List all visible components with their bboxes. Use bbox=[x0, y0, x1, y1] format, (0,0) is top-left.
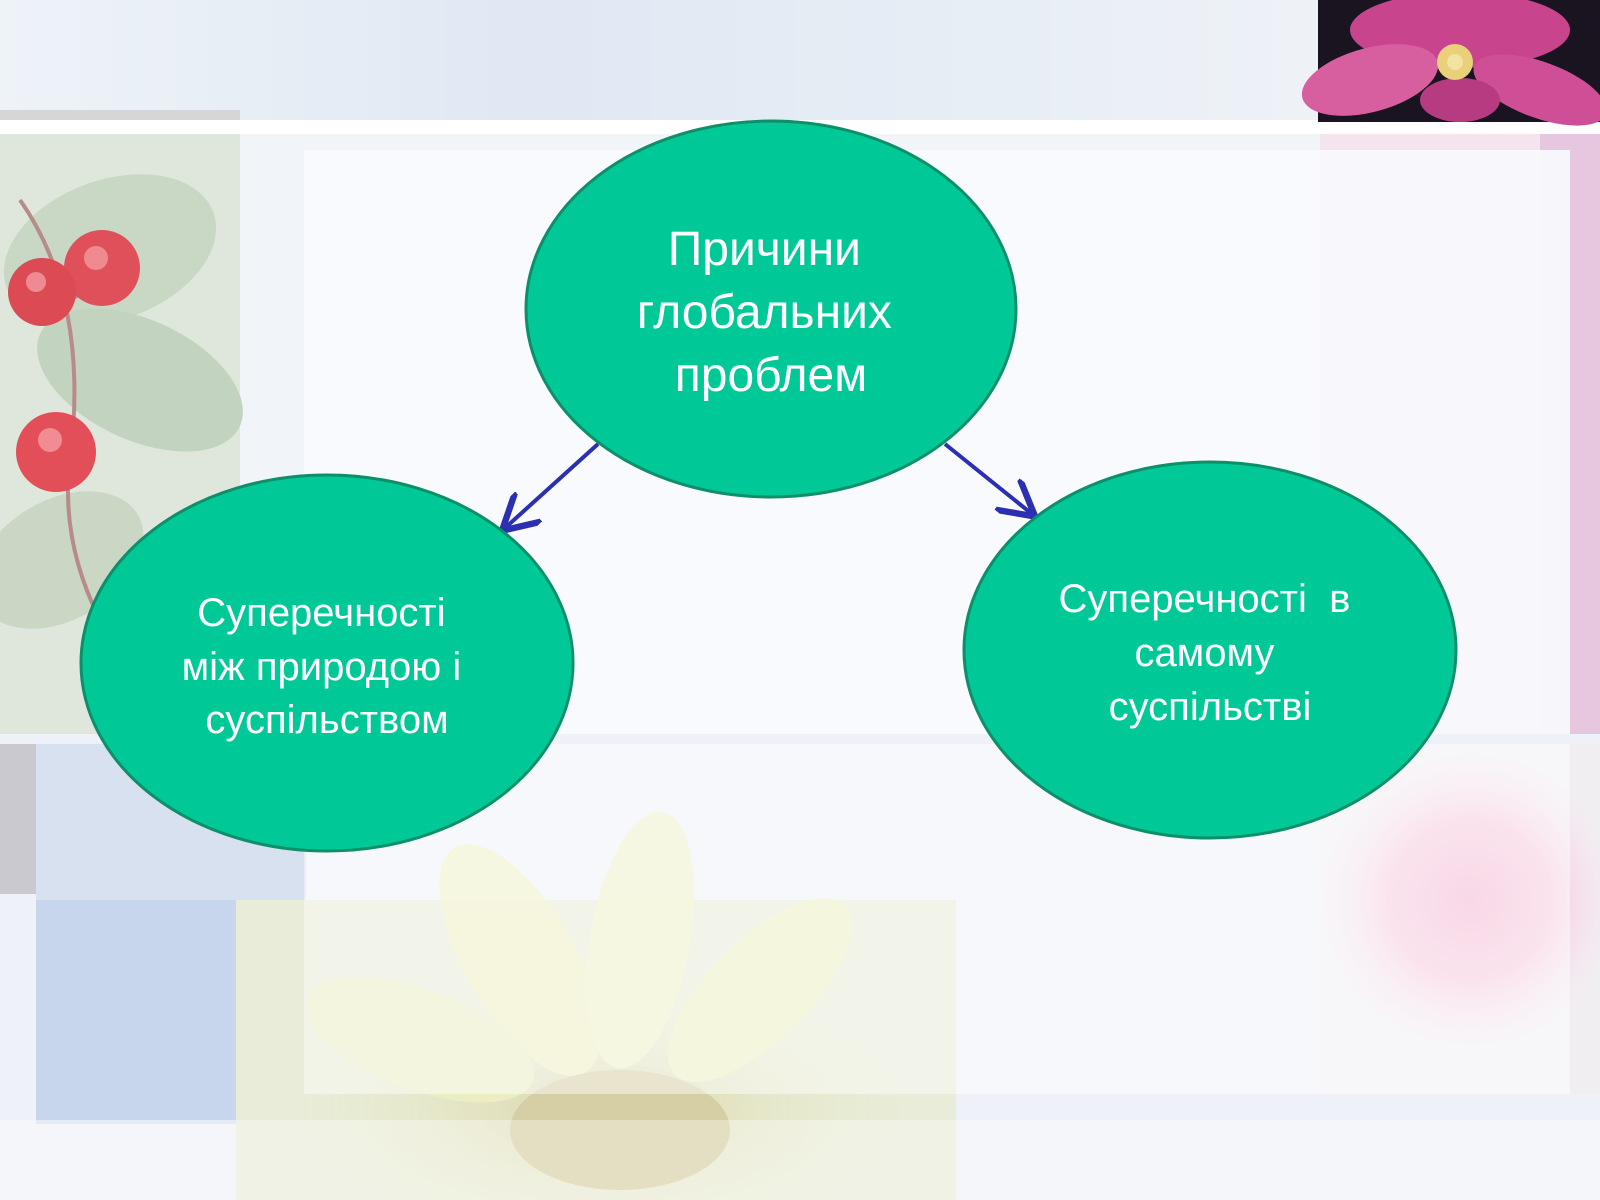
node-root-line-2: глобальних bbox=[637, 286, 892, 339]
svg-text:Причини глобальних: Причини глобальних проблем bbox=[637, 223, 905, 402]
node-left: Суперечності між природою і суспільством bbox=[79, 473, 575, 853]
node-root-line-3: проблем bbox=[675, 349, 867, 402]
node-root-line-1: Причини bbox=[668, 223, 861, 276]
red-berries-image bbox=[0, 134, 243, 734]
node-right-line-3: суспільстві bbox=[1109, 685, 1312, 729]
pink-fluffy-flower-image bbox=[1320, 744, 1600, 1094]
arrow-root-to-left bbox=[505, 442, 600, 528]
node-left-line-2: між природою і bbox=[182, 645, 462, 689]
node-left-line-1: Суперечності bbox=[197, 591, 445, 635]
node-right-line-1: Суперечності в bbox=[1059, 577, 1351, 621]
node-left-line-3: суспільством bbox=[205, 698, 448, 742]
node-right-shape bbox=[962, 460, 1458, 840]
yellow-daisy-image bbox=[270, 811, 930, 1200]
clematis-flower-image bbox=[1301, 0, 1600, 126]
node-right: Суперечності в самому суспільстві bbox=[962, 460, 1458, 840]
arrow-root-to-right bbox=[943, 442, 1032, 514]
node-root-shape bbox=[524, 119, 1018, 499]
node-root: Причини глобальних проблем bbox=[524, 119, 1018, 499]
svg-text:Суперечності між природо: Суперечності між природою і суспільством bbox=[182, 591, 473, 742]
node-right-line-2: самому bbox=[1134, 631, 1274, 675]
node-left-shape bbox=[79, 473, 575, 853]
svg-text:Суперечності в самому: Суперечності в самому суспільстві bbox=[1059, 577, 1362, 729]
